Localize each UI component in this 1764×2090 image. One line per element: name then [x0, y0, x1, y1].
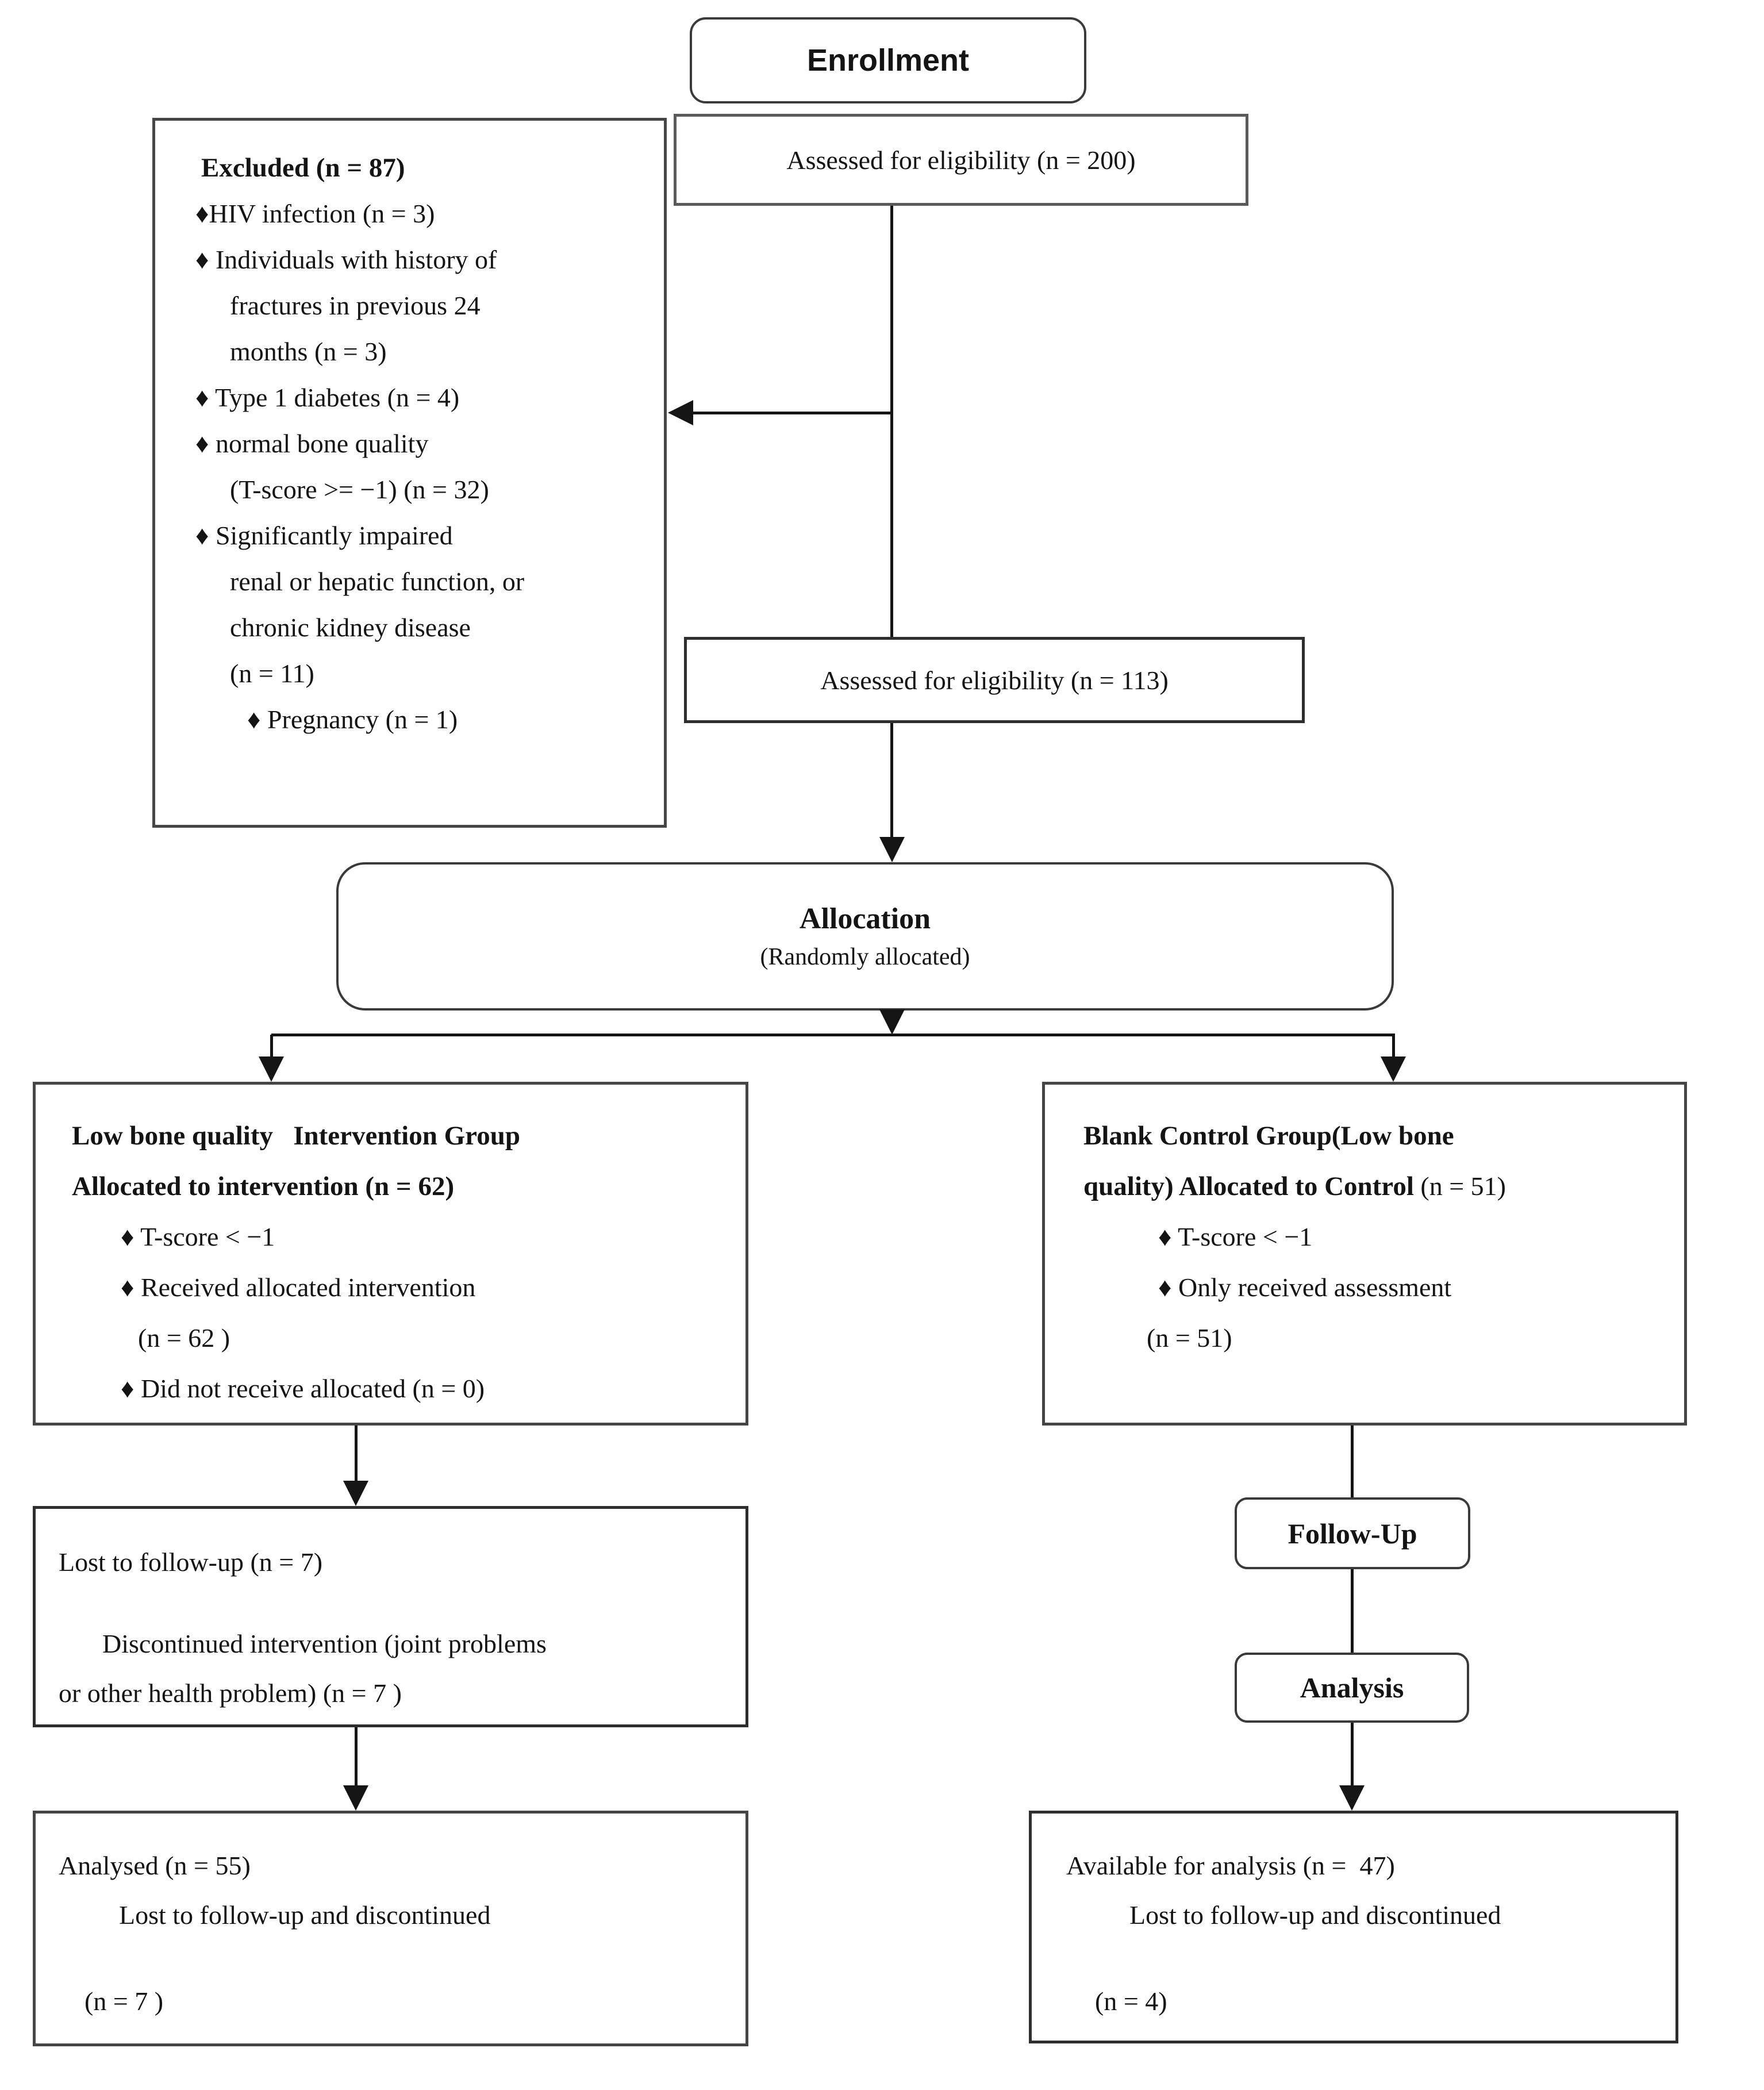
excluded-line: chronic kidney disease [230, 613, 471, 642]
arrowhead-down-available-icon [1339, 1785, 1365, 1811]
connector-lost-to-analysed [355, 1727, 358, 1787]
excluded-title: Excluded (n = 87) [201, 153, 405, 183]
control-bullet-assessment: ♦ Only received assessment [1158, 1273, 1452, 1302]
intervention-heading-2: Allocated to intervention (n = 62) [72, 1161, 734, 1212]
excluded-line: (T-score >= −1) (n = 32) [230, 475, 489, 504]
intervention-heading-1: Low bone quality Intervention Group [72, 1121, 520, 1151]
control-heading-2-n: (n = 51) [1413, 1171, 1506, 1201]
connector-split-to-control [1392, 1035, 1395, 1058]
lost-line-2: Discontinued intervention (joint problem… [102, 1629, 547, 1658]
excluded-line: ♦HIV infection (n = 3) [195, 199, 435, 228]
available-line-2: Lost to follow-up and discontinued [1129, 1900, 1501, 1930]
intervention-heading-2-n: (n = 62) [358, 1171, 455, 1201]
control-bullet-tscore: ♦ T-score < −1 [1158, 1222, 1313, 1251]
arrowhead-down-lost-icon [343, 1481, 368, 1506]
excluded-line: (n = 11) [230, 659, 314, 688]
arrowhead-down-control-icon [1381, 1056, 1406, 1082]
analysed-line-3: (n = 7 ) [84, 1987, 164, 2016]
assessed-200-text: Assessed for eligibility (n = 200) [786, 145, 1136, 175]
followup-stage-box: Follow-Up [1235, 1497, 1470, 1569]
intervention-bullet-received: ♦ Received allocated intervention [121, 1273, 476, 1302]
excluded-line: ♦ Pregnancy (n = 1) [247, 705, 458, 734]
available-line-3: (n = 4) [1095, 1987, 1167, 2016]
enrollment-label: Enrollment [806, 43, 970, 78]
control-heading-2-bold: quality) Allocated to Control [1083, 1171, 1414, 1201]
excluded-line: renal or hepatic function, or [230, 567, 525, 596]
connector-branch-to-excluded [690, 412, 891, 414]
analysed-box: Analysed (n = 55) Lost to follow-up and … [33, 1811, 748, 2046]
excluded-line: ♦ Individuals with history of [195, 245, 497, 274]
arrowhead-left-excluded-icon [668, 400, 693, 425]
connector-split-line [271, 1034, 1395, 1036]
lost-to-followup-box: Lost to follow-up (n = 7) Discontinued i… [33, 1506, 748, 1727]
allocation-stage-box: Allocation (Randomly allocated) [336, 862, 1394, 1011]
control-group-box: Blank Control Group(Low bone quality) Al… [1042, 1082, 1687, 1426]
connector-intervention-to-lost [355, 1426, 358, 1482]
control-heading-2: quality) Allocated to Control (n = 51) [1083, 1161, 1673, 1212]
analysis-stage-box: Analysis [1235, 1653, 1469, 1723]
control-bullet-assessment-n: (n = 51) [1147, 1323, 1232, 1353]
connector-control-to-followup [1351, 1426, 1354, 1497]
excluded-line: ♦ Type 1 diabetes (n = 4) [195, 383, 460, 412]
available-for-analysis-box: Available for analysis (n = 47) Lost to … [1029, 1811, 1678, 2043]
intervention-heading-2-bold: Allocated to intervention [72, 1171, 359, 1201]
analysed-line-1: Analysed (n = 55) [59, 1851, 251, 1880]
assessed-113-text: Assessed for eligibility (n = 113) [820, 665, 1169, 695]
connector-followup-to-analysis [1351, 1569, 1354, 1653]
intervention-bullet-tscore: ♦ T-score < −1 [121, 1222, 275, 1251]
intervention-bullet-notreceived: ♦ Did not receive allocated (n = 0) [121, 1374, 485, 1403]
lost-line-3: or other health problem) (n = 7 ) [59, 1678, 402, 1708]
intervention-group-box: Low bone quality Intervention Group Allo… [33, 1082, 748, 1426]
lost-line-1: Lost to follow-up (n = 7) [59, 1547, 323, 1577]
arrowhead-down-allocation-icon [879, 837, 905, 862]
arrowhead-down-analysed-icon [343, 1785, 368, 1811]
analysed-line-2: Lost to follow-up and discontinued [119, 1900, 491, 1930]
assessed-eligibility-200-box: Assessed for eligibility (n = 200) [674, 114, 1248, 206]
available-line-1: Available for analysis (n = 47) [1066, 1851, 1395, 1880]
arrowhead-down-intervention-icon [259, 1056, 284, 1082]
excluded-line: ♦ Significantly impaired [195, 521, 453, 550]
excluded-line: fractures in previous 24 [230, 291, 481, 320]
control-heading-1: Blank Control Group(Low bone [1083, 1121, 1454, 1151]
connector-assess113-to-allocation [890, 723, 893, 838]
connector-split-to-intervention [270, 1035, 273, 1058]
excluded-box: Excluded (n = 87) ♦HIV infection (n = 3)… [152, 118, 667, 828]
connector-analysis-to-available [1351, 1723, 1354, 1787]
enrollment-stage-box: Enrollment [690, 17, 1086, 103]
analysis-label: Analysis [1300, 1672, 1404, 1704]
assessed-eligibility-113-box: Assessed for eligibility (n = 113) [684, 637, 1305, 723]
followup-label: Follow-Up [1288, 1517, 1417, 1550]
connector-assess200-to-assess113 [890, 206, 893, 637]
excluded-line: ♦ normal bone quality [195, 429, 429, 458]
arrowhead-down-split-icon [879, 1009, 905, 1035]
intervention-bullet-received-n: (n = 62 ) [138, 1323, 230, 1353]
excluded-line: months (n = 3) [230, 337, 387, 366]
allocation-subtitle: (Randomly allocated) [760, 944, 970, 970]
allocation-title: Allocation [799, 902, 931, 935]
